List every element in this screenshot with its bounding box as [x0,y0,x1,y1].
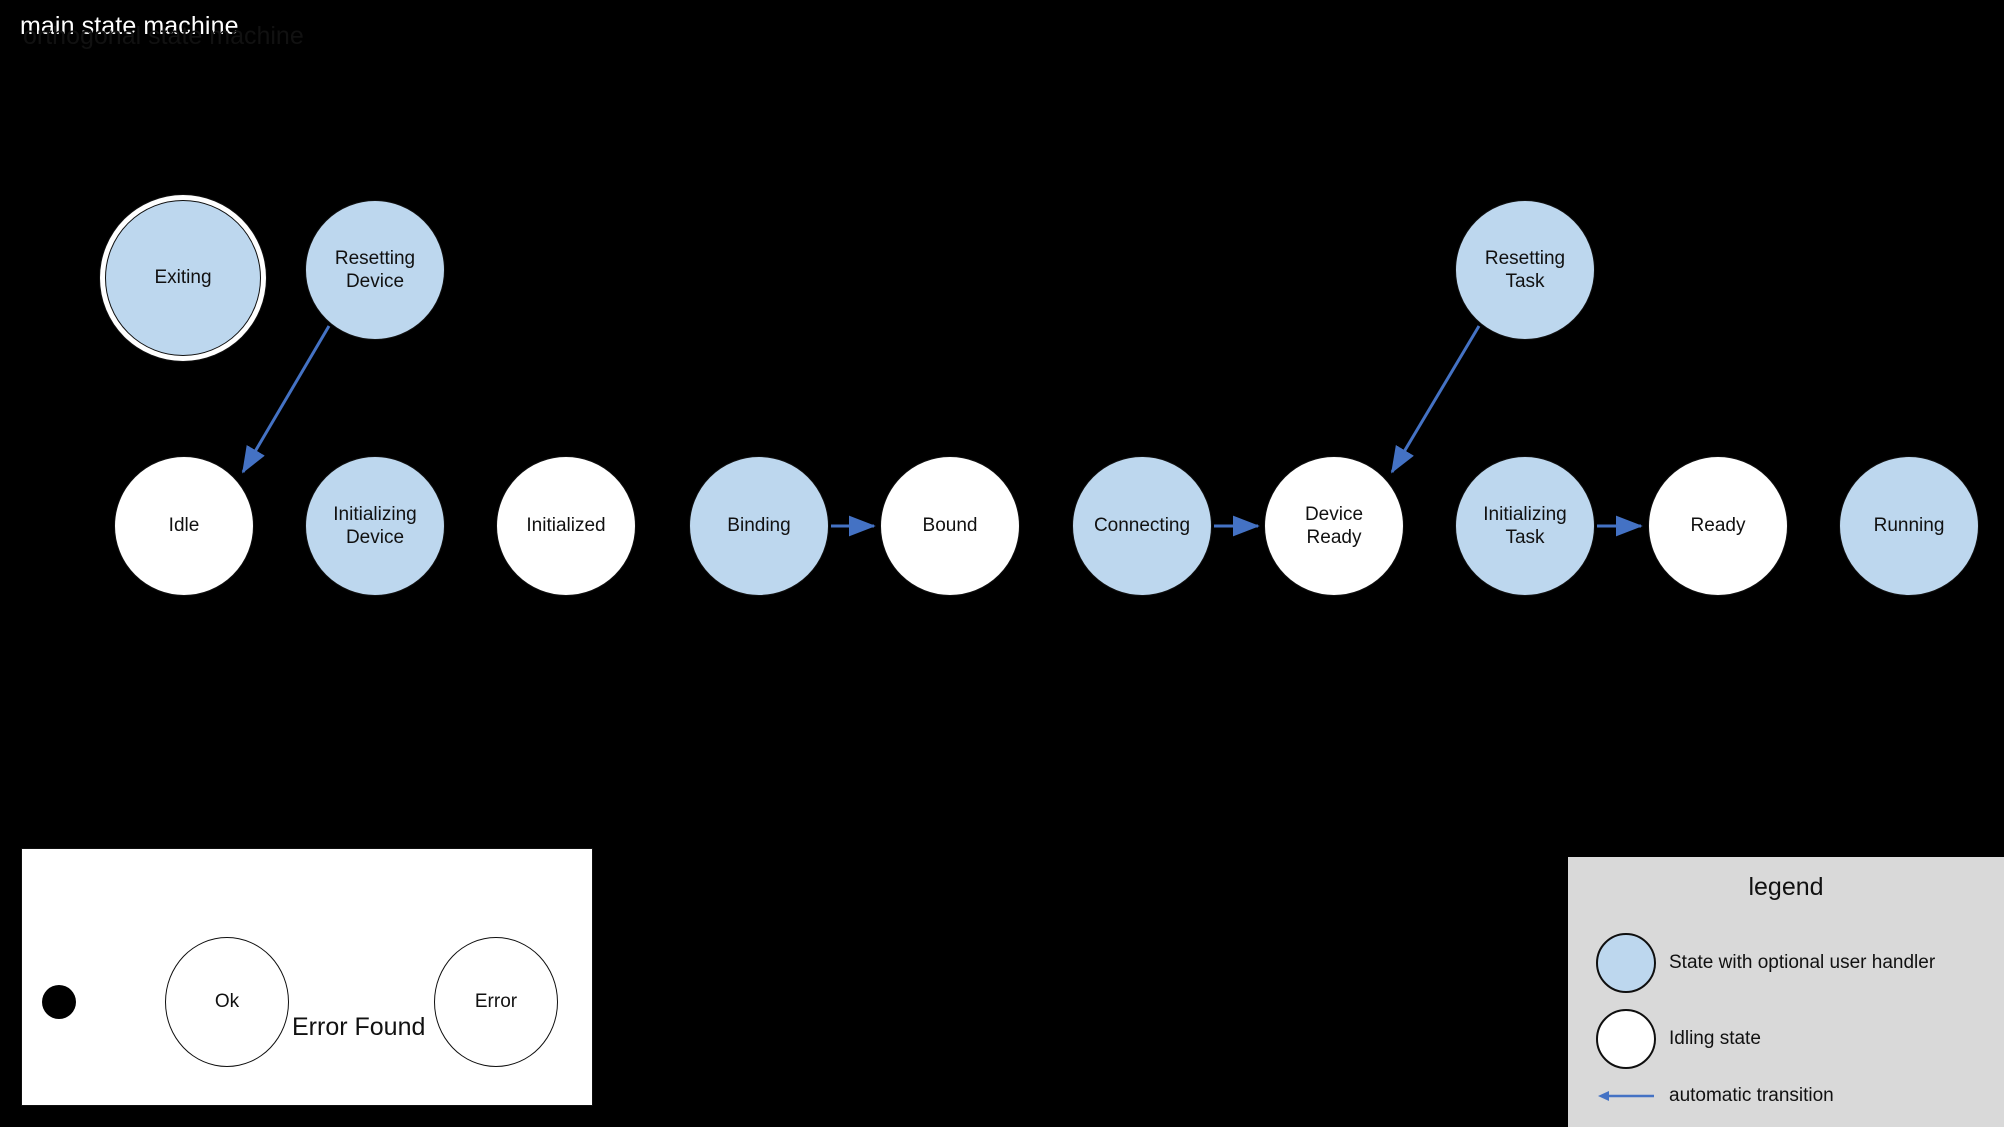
state-label-line1: Resetting [1484,247,1566,269]
state-label-device-ready: Device Ready [1301,503,1367,549]
legend-title: legend [1748,873,1824,901]
legend-label-handler-state: State with optional user handler [1669,952,1936,973]
legend-item-automatic-transition: automatic transition [1596,1085,1996,1107]
state-label-line2: Device [345,271,405,292]
state-label-line1: Initializing [333,503,417,525]
state-label-resetting-task: Resetting Task [1481,247,1569,293]
state-node-bound[interactable]: Bound [880,456,1020,596]
state-node-device-ready[interactable]: Device Ready [1264,456,1404,596]
state-node-connecting[interactable]: Connecting [1072,456,1212,596]
state-label-running: Running [1873,515,1945,537]
state-node-running[interactable]: Running [1839,456,1979,596]
state-label-initializing-device: Initializing Device [329,503,420,549]
state-node-binding[interactable]: Binding [689,456,829,596]
state-label-ready: Ready [1690,515,1746,537]
state-node-initializing-task[interactable]: Initializing Task [1455,456,1595,596]
state-node-resetting-device[interactable]: Resetting Device [305,200,445,340]
state-label-line2: Ready [1306,527,1362,548]
state-label-binding: Binding [727,515,791,537]
legend-label-idling-state: Idling state [1669,1028,1761,1049]
left-arrow-icon [1598,1091,1654,1101]
state-label-line1: Device [1304,503,1364,525]
legend-item-idling-state: Idling state [1596,1009,1996,1069]
state-label-line2: Task [1505,271,1545,292]
state-label-line2: Task [1505,527,1545,548]
state-node-initializing-device[interactable]: Initializing Device [305,456,445,596]
state-label-bound: Bound [922,515,978,537]
state-label-exiting: Exiting [154,267,212,289]
state-label-initializing-task: Initializing Task [1479,503,1570,549]
edge-resetting-task-to-device-ready [1390,325,1481,474]
orthogonal-panel-title: orthogonal state machine [23,22,304,50]
blue-circle-icon [1596,933,1656,993]
ortho-state-node-error[interactable]: Error [434,937,558,1067]
state-label-connecting: Connecting [1093,515,1191,537]
state-label-line1: Resetting [334,247,416,269]
edge-resetting-device-to-idle [241,325,331,474]
page-title: main state machine [20,12,239,40]
white-circle-icon [1596,1009,1656,1069]
state-label-idle: Idle [168,515,200,537]
legend-panel: legend State with optional user handler … [1568,857,2004,1127]
ortho-transition-label-error-found: Error Found [292,1013,426,1041]
ortho-state-label-ok: Ok [214,991,240,1012]
initial-pseudostate-icon [42,985,76,1019]
state-label-line1: Initializing [1483,503,1567,525]
legend-item-handler-state: State with optional user handler [1596,933,1996,993]
state-label-line2: Device [345,527,405,548]
ortho-state-node-ok[interactable]: Ok [165,937,289,1067]
state-label-initialized: Initialized [526,515,606,537]
state-node-resetting-task[interactable]: Resetting Task [1455,200,1595,340]
state-node-initialized[interactable]: Initialized [496,456,636,596]
state-label-resetting-device: Resetting Device [331,247,419,293]
ortho-state-label-error: Error [474,991,518,1012]
state-node-exiting[interactable]: Exiting [105,200,261,356]
state-node-idle[interactable]: Idle [114,456,254,596]
state-node-ready[interactable]: Ready [1648,456,1788,596]
legend-label-automatic-transition: automatic transition [1669,1085,1834,1106]
